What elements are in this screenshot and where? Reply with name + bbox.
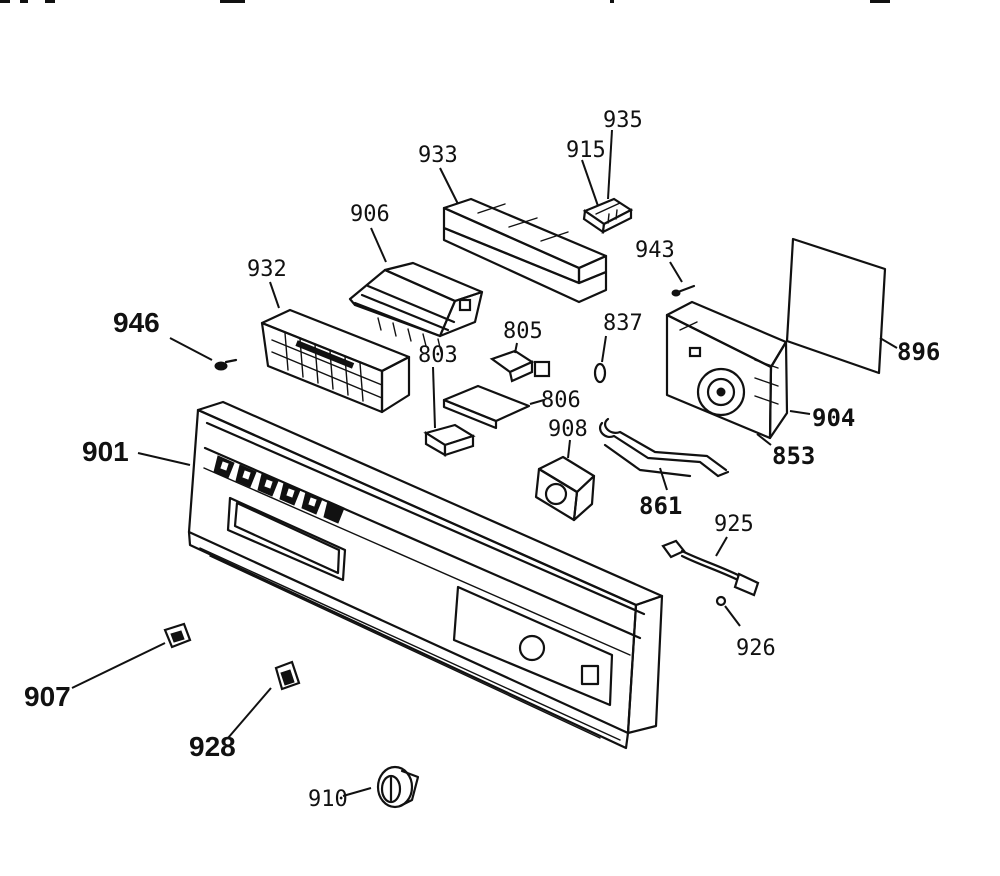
part-933-shield [439, 167, 608, 304]
part-837-grommet [593, 335, 607, 384]
callout-896: 896 [897, 338, 940, 366]
callout-837: 837 [603, 311, 643, 336]
callout-901: 901 [82, 436, 129, 467]
part-805-bracket [489, 342, 551, 383]
part-861-wire-harness [598, 417, 730, 491]
part-896-panel [785, 237, 898, 375]
button-row [213, 455, 345, 524]
part-932-switch-housing [260, 281, 411, 414]
part-943-screw [669, 261, 696, 297]
part-928-clip [227, 660, 301, 739]
callout-932: 932 [247, 257, 287, 282]
callout-935: 935 [603, 108, 643, 133]
callout-925: 925 [714, 512, 754, 537]
part-946-screw [169, 337, 238, 371]
callout-943: 943 [635, 238, 675, 263]
callout-805: 805 [503, 319, 543, 344]
callout-946: 946 [113, 307, 160, 338]
part-901-control-panel [137, 400, 664, 750]
callout-908: 908 [548, 417, 588, 442]
callout-910: 910 [308, 787, 348, 812]
callout-853: 853 [772, 442, 815, 470]
callout-labels: 896 935 915 933 906 932 943 946 805 837 … [24, 108, 940, 812]
part-904-timer [665, 300, 811, 446]
callout-904: 904 [812, 404, 855, 432]
top-edge-marks [0, 0, 890, 3]
part-910-knob [342, 765, 420, 809]
part-803-connector [423, 366, 476, 457]
callout-806: 806 [541, 388, 581, 413]
part-907-clip [71, 622, 192, 689]
callout-803: 803 [418, 343, 458, 368]
callout-861: 861 [639, 492, 682, 520]
callout-933: 933 [418, 143, 458, 168]
part-806-board [442, 384, 545, 430]
part-935-915-connector [581, 129, 634, 234]
part-906-switch-assembly [348, 227, 484, 353]
part-925-cable [661, 536, 760, 597]
callout-928: 928 [189, 731, 236, 762]
callout-915: 915 [566, 138, 606, 163]
callout-926: 926 [736, 636, 776, 661]
part-908-switch [534, 439, 596, 522]
part-926-washer [715, 595, 741, 627]
callout-907: 907 [24, 681, 71, 712]
callout-906: 906 [350, 202, 390, 227]
